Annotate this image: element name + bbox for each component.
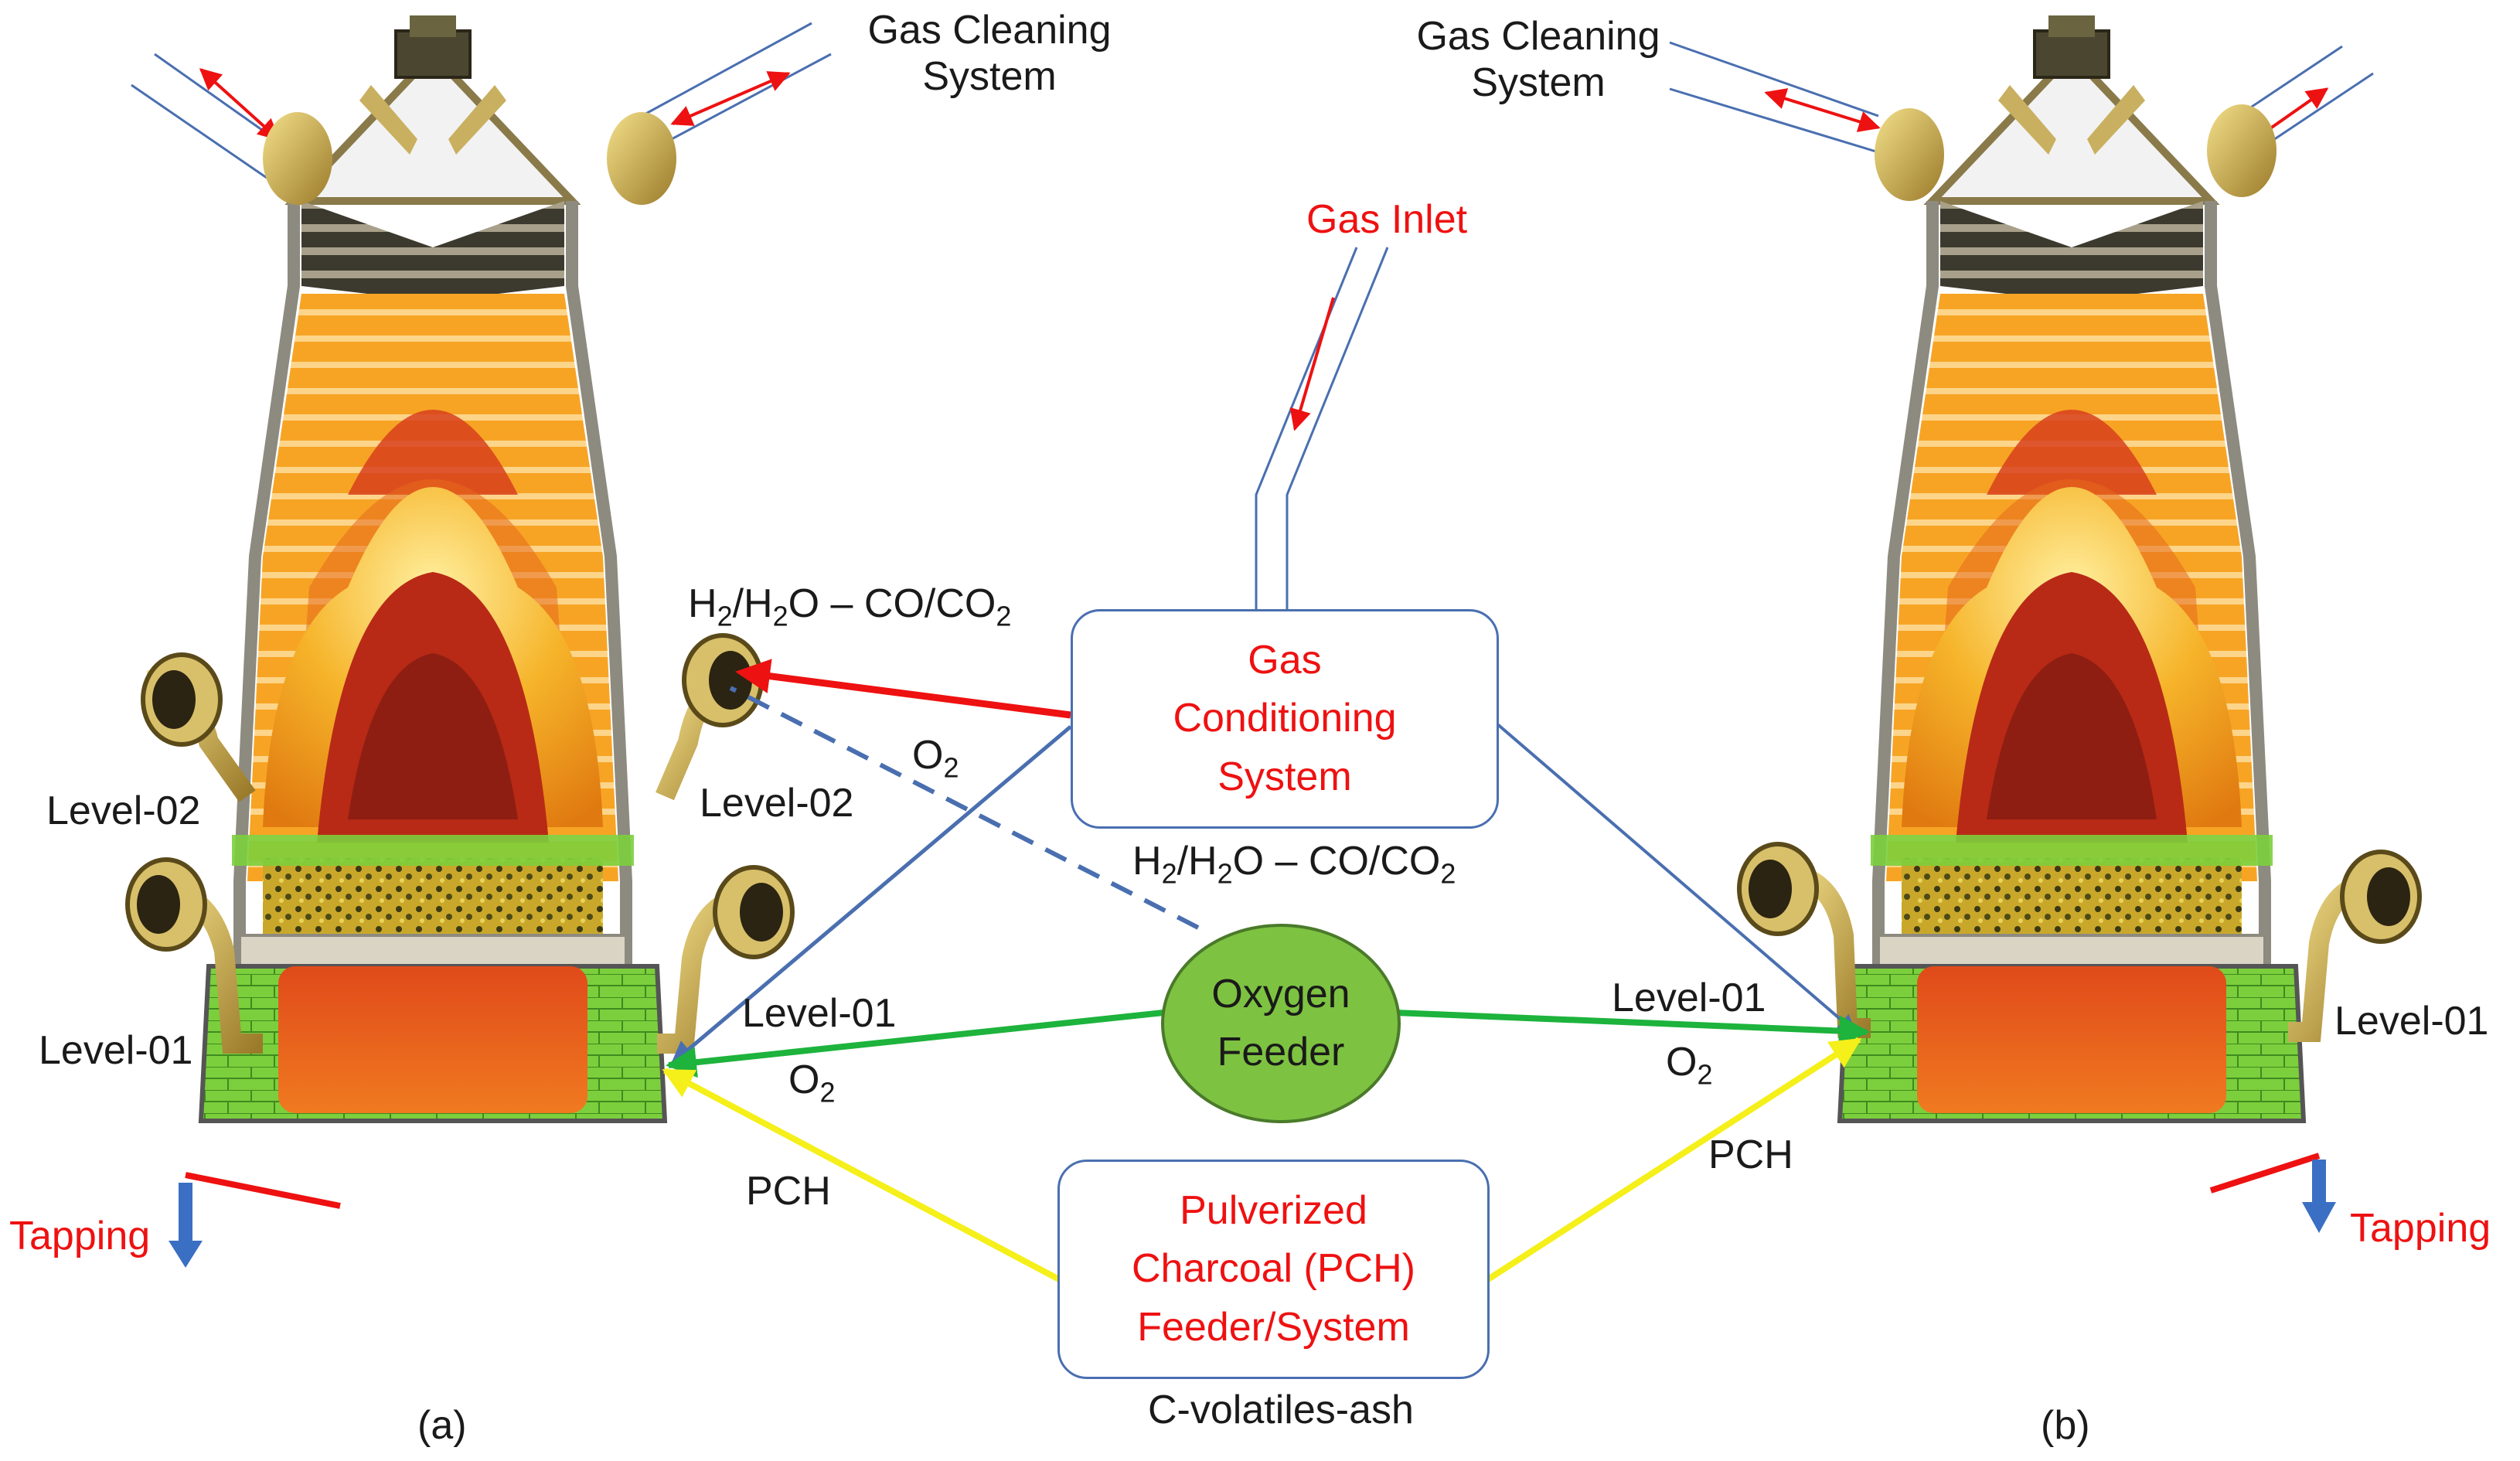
level01-right-inner-label: Level-01: [1612, 976, 1766, 1020]
o2-left-label: O2: [788, 1057, 836, 1109]
pch-left-label: PCH: [746, 1169, 831, 1214]
o2-right-label: O2: [1666, 1040, 1713, 1091]
c-volatiles-ash-label: C-volatiles-ash: [1148, 1388, 1414, 1432]
pch-feeder-box: Pulverized Charcoal (PCH) Feeder/System: [1057, 1160, 1490, 1379]
gas-conditioning-box: Gas Conditioning System: [1071, 609, 1499, 829]
gas-cleaning-right-label: Gas Cleaning System: [1416, 14, 1660, 105]
gas-inlet-pipe: [1255, 247, 1389, 611]
pch-feeder-label: Pulverized Charcoal (PCH) Feeder/System: [1132, 1187, 1415, 1350]
gas-cleaning-left-label: Gas Cleaning System: [867, 8, 1112, 99]
furnace-a-pipes: [125, 22, 832, 1268]
level01-left-outer-label: Level-01: [39, 1028, 193, 1073]
level02-left-inner-label: Level-02: [700, 781, 854, 826]
h2-co-label-top: H2/H2O – CO/CO2: [688, 581, 1012, 632]
level02-left-outer-label: Level-02: [46, 788, 201, 833]
oxygen-feeder-circle: Oxygen Feeder: [1161, 924, 1401, 1123]
gas-conditioning-label: Gas Conditioning System: [1173, 637, 1397, 799]
o2-upper-label: O2: [912, 733, 959, 784]
h2-co-label-mid: H2/H2O – CO/CO2: [1132, 839, 1456, 890]
oxygen-feeder-label: Oxygen Feeder: [1211, 971, 1350, 1074]
furnace-b-pipes: [1669, 41, 2422, 1233]
tapping-left-label: Tapping: [9, 1214, 151, 1258]
connectors: [662, 659, 1870, 1282]
pch-right-label: PCH: [1708, 1132, 1793, 1177]
caption-a: (a): [417, 1403, 467, 1448]
level01-left-inner-label: Level-01: [742, 991, 897, 1036]
tapping-right-label: Tapping: [2350, 1206, 2491, 1251]
level01-right-outer-label: Level-01: [2334, 999, 2489, 1044]
gas-inlet-label: Gas Inlet: [1306, 197, 1468, 242]
caption-b: (b): [2041, 1403, 2090, 1448]
